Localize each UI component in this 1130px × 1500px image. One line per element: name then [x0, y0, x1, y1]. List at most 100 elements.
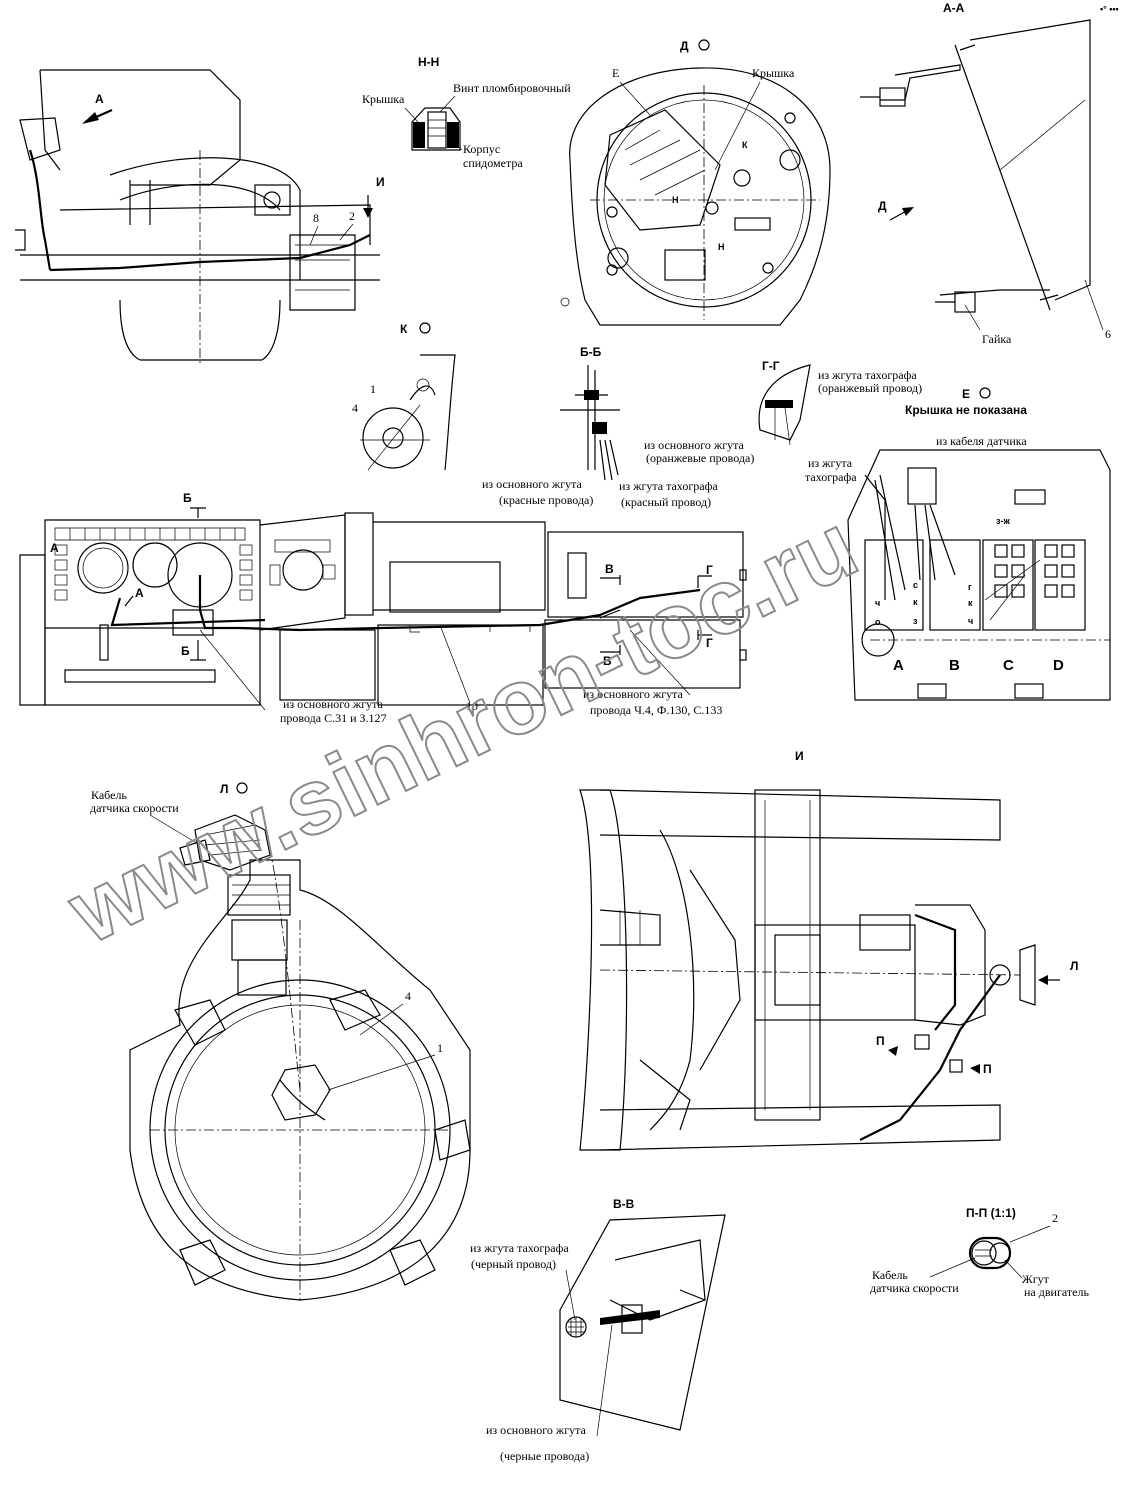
panel-v-mark-bot: В	[603, 654, 612, 668]
gearbox-view-drawing	[579, 789, 1036, 1151]
gg-line3: из основного жгута	[644, 438, 745, 452]
nn-leaders	[404, 95, 463, 151]
section-bb-title: Б-Б	[580, 345, 602, 359]
panel-g-mark-top: Г	[706, 563, 713, 577]
d-n1-label: Н	[672, 195, 679, 205]
aa-leaders	[964, 279, 1104, 331]
i-l-arrow-label: Л	[1070, 959, 1078, 973]
panel-a-mark-1: А	[50, 541, 59, 555]
section-l-title: Л	[220, 782, 228, 796]
e-note: Крышка не показана	[905, 403, 1027, 417]
nn-kryshka-label: Крышка	[362, 92, 405, 106]
panel-note1-line1: из основного жгута	[283, 697, 384, 711]
section-vv-title: В-В	[613, 1197, 635, 1211]
l-callout-4: 4	[405, 989, 411, 1003]
gg-line2: (оранжевый провод)	[818, 381, 922, 395]
section-k-circle-icon	[419, 322, 431, 334]
flange-sensor-drawing	[129, 814, 471, 1301]
panel-g-mark-bot: Г	[706, 636, 713, 650]
section-vv-drawing	[559, 1214, 726, 1431]
section-aa-drawing	[860, 19, 1091, 313]
d-kryshka-label: Крышка	[752, 66, 795, 80]
bb-left-line2: (красные провода)	[499, 493, 593, 507]
l-kabel-line2: датчика скорости	[90, 801, 179, 815]
section-d-circle-icon	[698, 39, 710, 51]
section-i-title: И	[795, 749, 804, 763]
speedometer-back-view	[560, 67, 831, 326]
arrow-i-head-icon	[363, 208, 373, 218]
arrow-i-label: И	[376, 175, 385, 189]
nn-vint-label: Винт пломбировочный	[453, 81, 571, 95]
section-k-drawing	[360, 354, 456, 471]
d-n2-label: Н	[718, 242, 725, 252]
e-pin-g: г	[968, 582, 972, 592]
gg-line1: из жгута тахографа	[818, 368, 917, 382]
pp-callout-2: 2	[1052, 1211, 1058, 1225]
e-pin-k-2: к	[968, 598, 973, 608]
section-e-title: Е	[962, 387, 970, 401]
panel-v-cut-bot-icon	[600, 645, 621, 655]
panel-note1-line2: провода С.31 и З.127	[280, 711, 387, 725]
aa-callout-6: 6	[1105, 327, 1111, 341]
aa-d-arrow-label: Д	[878, 199, 887, 213]
i-l-arrow-head-icon	[1038, 975, 1048, 985]
e-taho-line1: из жгута	[808, 456, 853, 470]
panel-b-cut-bot-icon	[190, 640, 206, 661]
l-callout-1: 1	[437, 1041, 443, 1055]
pp-left-line2: датчика скорости	[870, 1281, 959, 1295]
section-nn-drawing	[411, 107, 461, 151]
gg-line4: (оранжевые провода)	[646, 451, 754, 465]
watermark: www.sinhron-toc.ru	[53, 494, 872, 963]
vv-bot-leader	[596, 1324, 613, 1437]
panel-g-cut-bot-icon	[697, 630, 712, 640]
section-k-title: К	[400, 322, 408, 336]
section-pp-title: П-П (1:1)	[966, 1206, 1016, 1220]
connector-a-label: A	[893, 657, 904, 674]
d-e-label: Е	[612, 66, 619, 80]
i-p-arrow-1: П	[876, 1034, 885, 1048]
connector-c-label: C	[1003, 657, 1014, 674]
e-pin-o: о	[875, 617, 881, 627]
bb-left-line1: из основного жгута	[482, 477, 583, 491]
vv-bot-line1: из основного жгута	[486, 1423, 587, 1437]
d-leaders	[619, 81, 761, 171]
section-e-circle-icon	[979, 387, 991, 399]
aa-d-arrow-head-icon	[902, 207, 914, 216]
k-callout-1: 1	[370, 382, 376, 396]
i-p-arrow-2: П	[983, 1062, 992, 1076]
panel-note2-line2: провода Ч.4, Ф.130, С.133	[590, 703, 722, 717]
e-taho-line2: тахографа	[805, 470, 857, 484]
section-bb-drawing	[560, 365, 620, 481]
panel-b-mark-bot: Б	[181, 644, 190, 658]
nn-spidometra-label: спидометра	[463, 156, 523, 170]
e-pin-zzh: з-ж	[996, 516, 1010, 526]
section-gg-title: Г-Г	[762, 359, 780, 373]
l-kabel-leader	[149, 814, 201, 846]
bb-right-line2: (красный провод)	[621, 495, 711, 509]
section-nn-title: Н-Н	[418, 55, 439, 69]
connector-b-label: B	[949, 657, 960, 674]
k-callout-4: 4	[352, 401, 358, 415]
i-p-arrow-1-icon	[888, 1046, 898, 1056]
instrument-panel-drawing	[19, 512, 747, 711]
pp-callout-leader	[1009, 1225, 1051, 1243]
e-pin-ch-2: ч	[968, 616, 973, 626]
e-pin-z-1: з	[913, 616, 918, 626]
panel-a-arrow-icon	[124, 595, 134, 607]
nn-korpus-label: Корпус	[463, 142, 500, 156]
panel-g-cut-top-icon	[697, 575, 712, 588]
pp-right-line2: на двигатель	[1024, 1285, 1089, 1299]
l-callout-leaders	[327, 1003, 436, 1091]
panel-b-mark-top: Б	[183, 491, 192, 505]
pp-right-line1: Жгут	[1022, 1272, 1050, 1286]
vv-top-line2: (черный провод)	[471, 1257, 556, 1271]
section-l-circle-icon	[236, 782, 248, 794]
bb-right-line1: из жгута тахографа	[619, 479, 718, 493]
arrow-a-label: А	[95, 92, 104, 106]
panel-v-cut-top-icon	[600, 575, 621, 585]
i-p-arrow-2-icon	[970, 1064, 980, 1074]
vv-top-line1: из жгута тахографа	[470, 1241, 569, 1255]
callout-8: 8	[313, 211, 319, 225]
cab-frame-view	[15, 69, 380, 365]
